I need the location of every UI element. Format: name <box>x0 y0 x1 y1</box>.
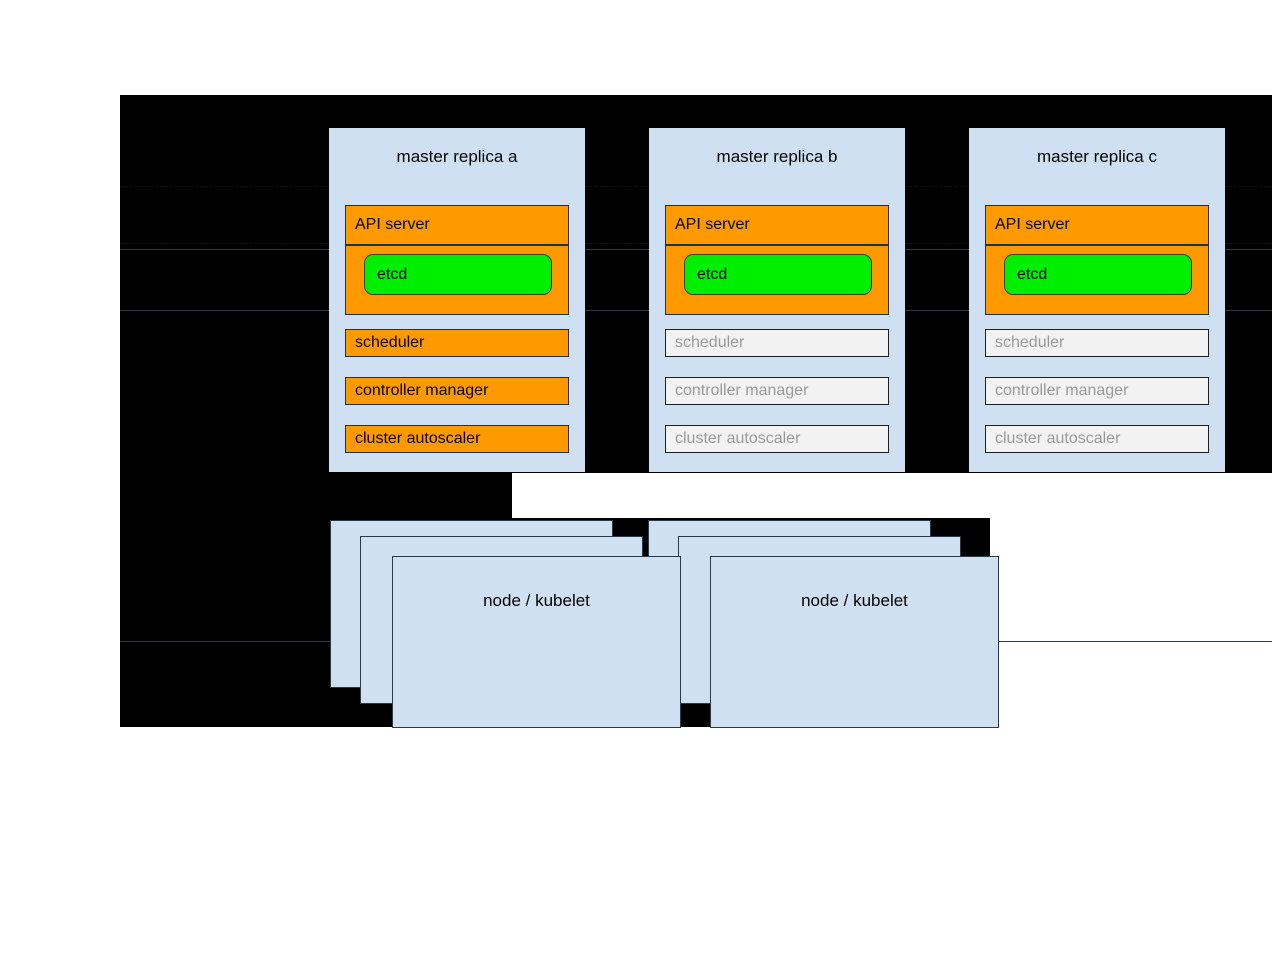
component-scheduler[interactable]: scheduler <box>985 329 1209 357</box>
node-label: node / kubelet <box>801 591 908 610</box>
master-replica-c[interactable]: master replica c API server etcd schedul… <box>969 128 1225 472</box>
node-card-front[interactable]: node / kubelet <box>392 556 681 728</box>
component-etcd-host: etcd <box>345 245 569 315</box>
component-scheduler[interactable]: scheduler <box>345 329 569 357</box>
component-controller-manager[interactable]: controller manager <box>665 377 889 405</box>
master-replica-a[interactable]: master replica a API server etcd schedul… <box>329 128 585 472</box>
replica-title: master replica a <box>396 147 518 166</box>
component-scheduler[interactable]: scheduler <box>665 329 889 357</box>
master-replica-b[interactable]: master replica b API server etcd schedul… <box>649 128 905 472</box>
component-etcd[interactable]: etcd <box>1004 254 1192 295</box>
component-controller-manager[interactable]: controller manager <box>985 377 1209 405</box>
component-etcd-host: etcd <box>665 245 889 315</box>
component-controller-manager[interactable]: controller manager <box>345 377 569 405</box>
component-etcd-host: etcd <box>985 245 1209 315</box>
component-cluster-autoscaler[interactable]: cluster autoscaler <box>665 425 889 453</box>
component-api-server[interactable]: API server <box>985 205 1209 245</box>
component-api-server[interactable]: API server <box>345 205 569 245</box>
component-cluster-autoscaler[interactable]: cluster autoscaler <box>985 425 1209 453</box>
node-card-front[interactable]: node / kubelet <box>710 556 999 728</box>
component-api-server[interactable]: API server <box>665 205 889 245</box>
component-cluster-autoscaler[interactable]: cluster autoscaler <box>345 425 569 453</box>
component-etcd[interactable]: etcd <box>364 254 552 295</box>
replica-title: master replica c <box>1037 147 1157 166</box>
node-label: node / kubelet <box>483 591 590 610</box>
backdrop-region-middle <box>120 473 512 518</box>
component-etcd[interactable]: etcd <box>684 254 872 295</box>
replica-title: master replica b <box>716 147 838 166</box>
